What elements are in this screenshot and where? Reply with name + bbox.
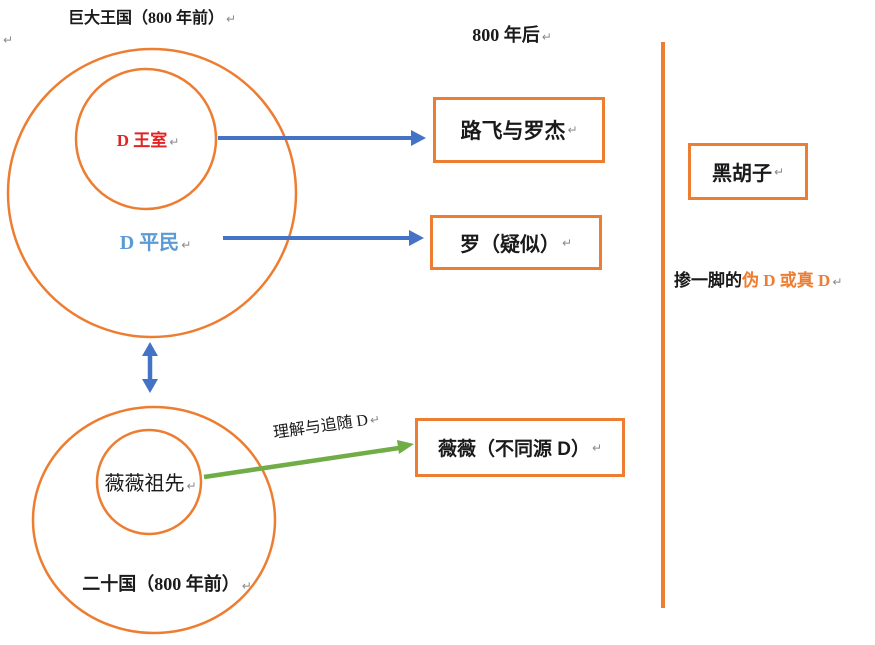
paragraph-mark: ↵ [369, 412, 381, 428]
box-vivi: 薇薇（不同源 D）↵ [415, 418, 625, 477]
paragraph-mark: ↵ [832, 275, 843, 289]
arrow-bidirectional-kingdoms [142, 342, 158, 393]
box-blackbeard-text: 黑胡子 [711, 163, 772, 185]
paragraph-mark: ↵ [169, 135, 180, 149]
top-outer-circle [6, 47, 298, 339]
label-vivi-ancestor: 薇薇祖先↵ [88, 467, 213, 496]
paragraph-mark: ↵ [241, 579, 252, 593]
paragraph-mark: ↵ [181, 238, 192, 252]
paragraph-mark: ↵ [591, 440, 603, 455]
arrow-ancestor-to-vivi [203, 440, 414, 480]
paragraph-mark: ↵ [561, 235, 573, 250]
label-vivi-ancestor-text: 薇薇祖先 [104, 473, 185, 495]
box-law: 罗（疑似）↵ [430, 215, 602, 270]
label-d-royal: D 王室↵ [93, 126, 203, 151]
paragraph-mark: ↵ [225, 12, 237, 26]
bottom-outer-circle [31, 405, 277, 635]
arrow-royal-to-luffy [218, 130, 426, 146]
box-luffy-roger-text: 路飞与罗杰 [460, 120, 566, 143]
text-mixin-fake-or-real-d: 掺一脚的伪 D 或真 D↵ [674, 266, 874, 291]
label-d-civilian-text: D 平民 [119, 232, 180, 254]
title-giant-kingdom-text: 巨大王国（800 年前） [67, 10, 224, 27]
label-d-civilian: D 平民↵ [83, 226, 228, 255]
box-vivi-text: 薇薇（不同源 D） [437, 439, 590, 460]
label-twenty-kingdoms-text: 二十国（800 年前） [82, 574, 240, 594]
top-inner-circle [74, 67, 218, 211]
paragraph-mark: ↵ [186, 479, 197, 493]
title-giant-kingdom: 巨大王国（800 年前）↵ [42, 4, 262, 28]
text-mixin-highlight: 伪 D 或真 D [742, 271, 831, 290]
title-800-years-later: 800 年后↵ [452, 21, 572, 47]
text-mixin-prefix: 掺一脚的 [674, 271, 742, 290]
label-twenty-kingdoms: 二十国（800 年前）↵ [72, 570, 262, 596]
box-blackbeard: 黑胡子↵ [688, 143, 808, 200]
box-luffy-roger: 路飞与罗杰↵ [433, 97, 605, 163]
paragraph-mark: ↵ [3, 33, 14, 47]
arrow-civilian-to-law [223, 230, 424, 246]
paragraph-mark: ↵ [567, 123, 578, 137]
label-d-royal-text: D 王室 [116, 131, 168, 150]
title-800-years-later-text: 800 年后 [472, 25, 540, 45]
box-law-text: 罗（疑似） [459, 234, 560, 256]
paragraph-mark: ↵ [773, 164, 785, 179]
paragraph-mark: ↵ [541, 30, 552, 44]
bottom-inner-circle [95, 428, 203, 536]
